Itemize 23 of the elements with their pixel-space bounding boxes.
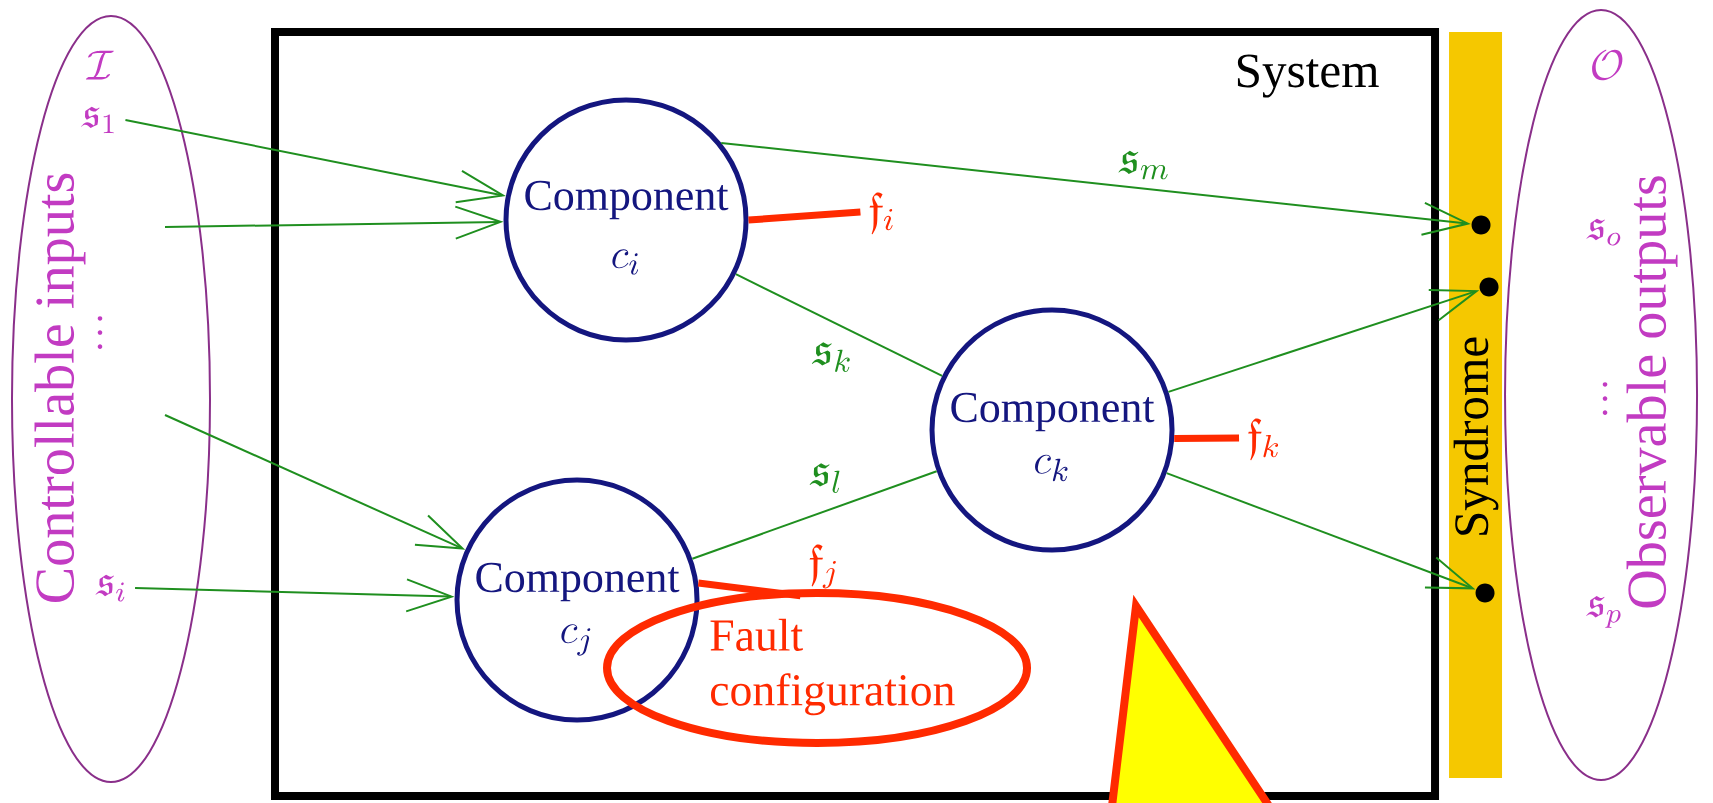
edge-label: $\mathfrak{s}_m$	[1116, 147, 1174, 183]
arrow	[1165, 472, 1476, 590]
connector-line	[748, 208, 861, 224]
fault-label: $\mathfrak{f}_i$	[869, 192, 893, 235]
arrow	[124, 119, 506, 204]
connector-line	[691, 470, 938, 560]
arrow	[134, 578, 455, 613]
signal-label: $\mathfrak{s}_1$	[81, 106, 114, 134]
arrow	[720, 141, 1471, 236]
connector-line	[697, 579, 801, 600]
output-dot	[1471, 215, 1491, 235]
fault-label: $\mathfrak{f}_j$	[809, 544, 836, 589]
arrow	[1167, 288, 1480, 393]
output-dot	[1475, 583, 1495, 603]
edge-label: $\mathfrak{s}_l$	[807, 459, 847, 497]
syndrome-bar: Syndrome	[1449, 32, 1503, 778]
arrow	[164, 205, 504, 240]
signal-label: $\mathfrak{s}_i$	[95, 574, 125, 602]
output-dot	[1479, 277, 1499, 297]
arrow	[164, 414, 466, 550]
fault-label: $\mathfrak{f}_k$	[1248, 418, 1279, 461]
connector-line	[734, 273, 944, 377]
edge-label: $\mathfrak{s}_k$	[809, 338, 857, 376]
